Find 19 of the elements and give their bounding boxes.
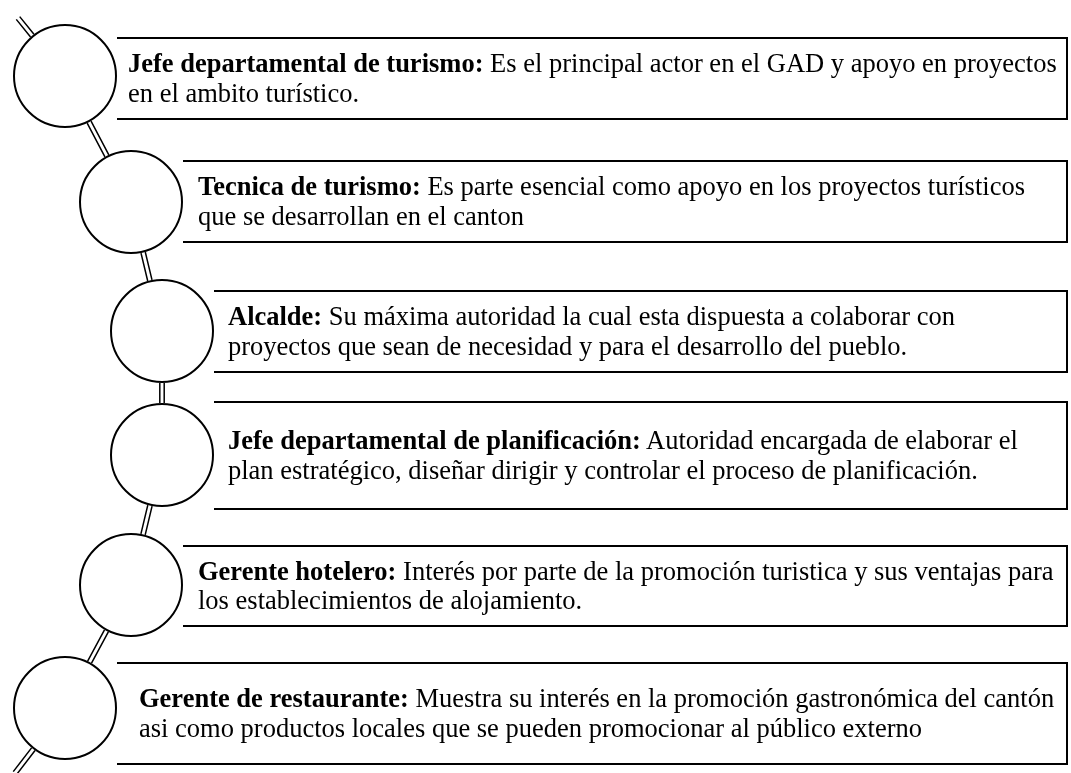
connector-line [86,120,110,158]
list-bar [183,545,1068,627]
stakeholder-description: Gerente hotelero: Interés por parte de la promoción turistica y sus ventajas para los establecimientos de alojamiento. [198,556,1055,616]
connector-line [86,629,110,664]
list-bar [214,401,1068,510]
list-bar [117,37,1068,120]
stakeholder-description: Alcalde: Su máxima autoridad la cual esta dispuesta a colaborar con proyectos que sean de necesidad y para el desarrollo del pueblo. [228,302,957,361]
connector-line [140,504,153,536]
list-bar [117,662,1068,765]
list-bar [214,290,1068,373]
stakeholder-description: Jefe departamental de turismo: Es el principal actor en el GAD y apoyo en proyectos en el ambito turístico. [128,49,1058,108]
stakeholder-description: Jefe departamental de planificación: Autoridad encargada de elaborar el plan estratégico, diseñar dirigir y controlar el proceso de planificación. [228,426,1019,485]
connector-line [140,251,153,282]
stakeholder-description: Gerente de restaurante: Muestra su interés en la promoción gastronómica del cantón asi como productos locales que se pueden promocionar al público externo [139,684,1056,743]
connector-line [159,382,165,404]
stakeholder-description: Tecnica de turismo: Es parte esencial como apoyo en los proyectos turísticos que se desarrollan en el canton [198,172,1026,231]
connector-line [12,747,36,773]
connector-line [15,15,35,38]
list-bar [183,160,1068,243]
